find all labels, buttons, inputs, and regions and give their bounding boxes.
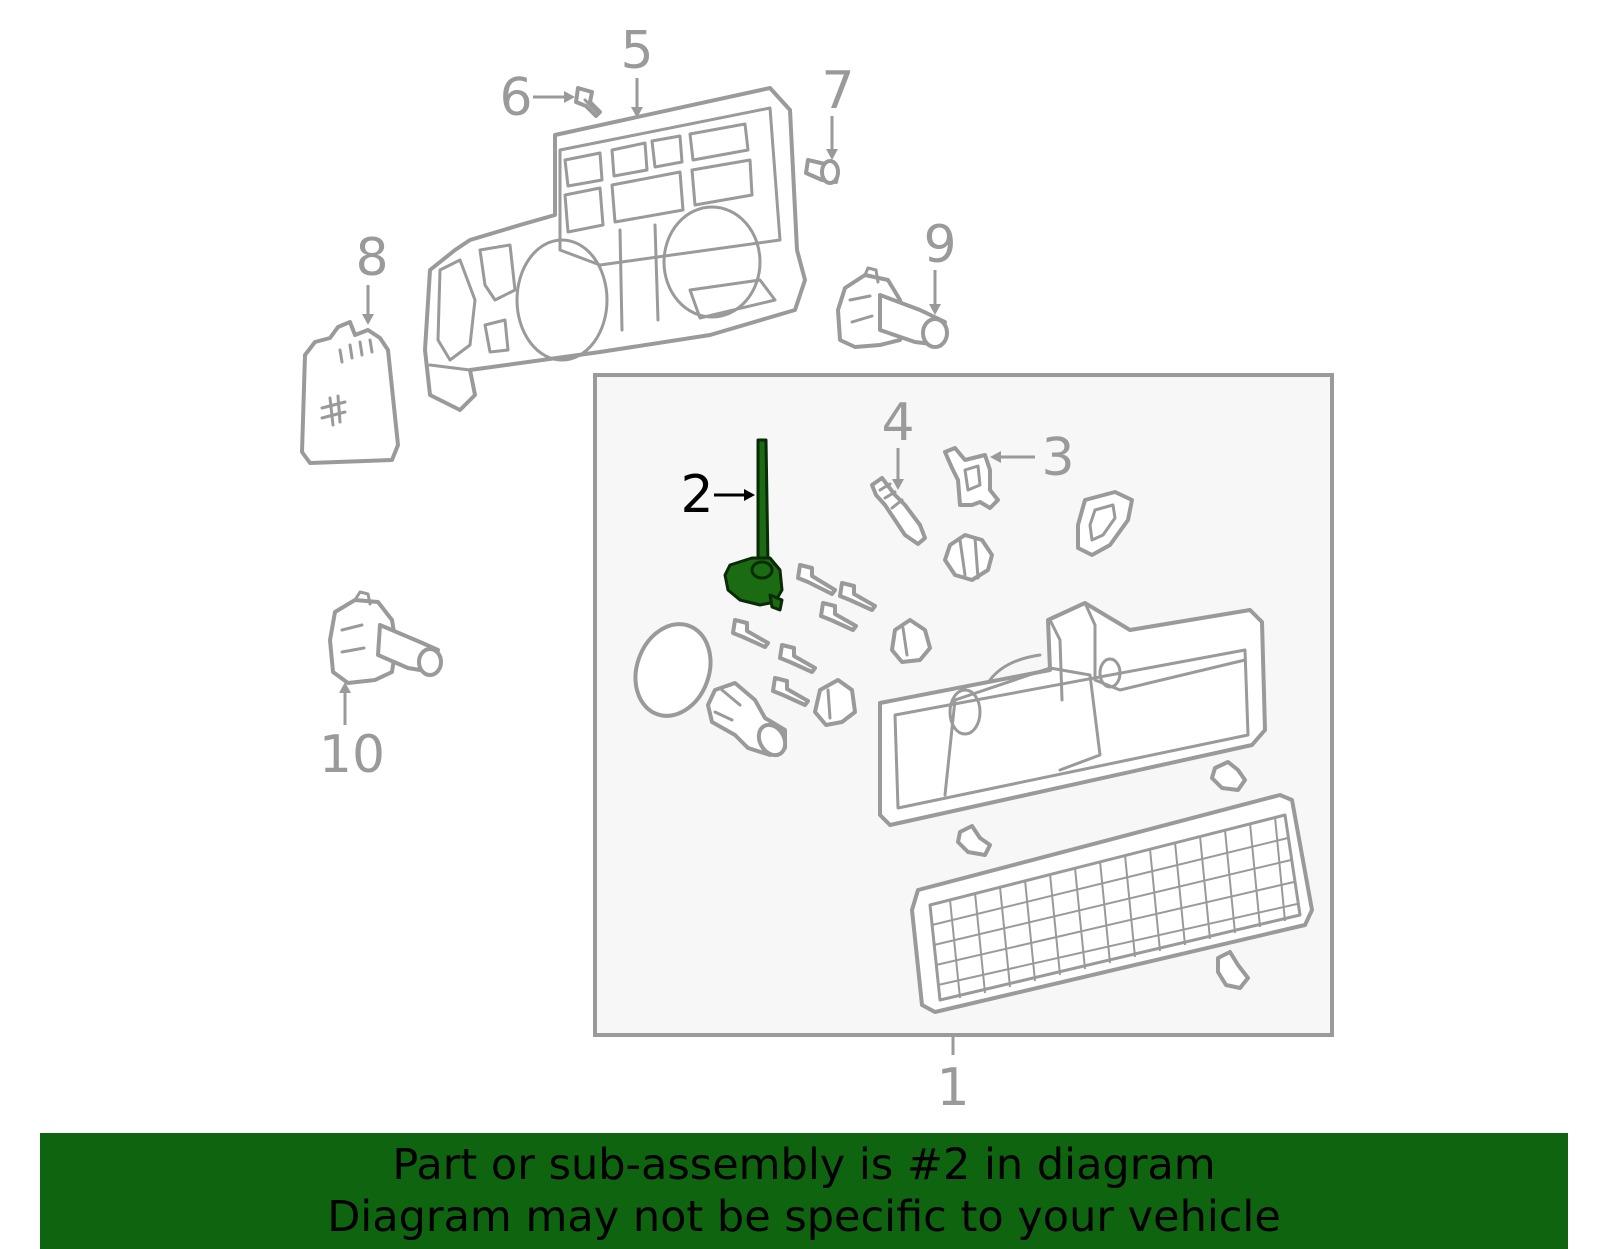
callout-10: 10 [319, 725, 385, 785]
callout-7: 7 [821, 61, 854, 121]
callout-4: 4 [881, 393, 914, 453]
assembly-contents [633, 446, 1314, 1014]
footer-line-2: Diagram may not be specific to your vehi… [327, 1192, 1281, 1242]
part-6-screw [574, 86, 602, 118]
part-9-headlamp-bulb [836, 266, 949, 349]
assembly-screws [731, 563, 877, 707]
leader-lines [339, 78, 1035, 1055]
part-8-side-marker-lamp [300, 320, 400, 465]
part-3-bracket [943, 446, 1000, 510]
callout-3: 3 [1041, 428, 1074, 488]
part-10-headlamp-bulb [328, 590, 443, 685]
part-2-headlamp-adjuster-highlighted [723, 438, 784, 612]
footer-banner: Part or sub-assembly is #2 in diagram Di… [40, 1133, 1568, 1249]
callout-5: 5 [620, 21, 653, 81]
callout-labels: 1 2 3 4 5 6 7 8 9 10 [319, 21, 1075, 1118]
headlamp-lens [910, 793, 1314, 1014]
part-5-mounting-panel [423, 86, 807, 412]
callout-9: 9 [923, 215, 956, 275]
callout-1: 1 [936, 1058, 969, 1118]
footer-line-1: Part or sub-assembly is #2 in diagram [392, 1140, 1216, 1190]
callout-2: 2 [680, 465, 713, 525]
part-4-adjuster-screw [870, 476, 927, 546]
callout-6: 6 [499, 68, 532, 128]
headlamp-housing [878, 601, 1267, 827]
callout-8: 8 [355, 228, 388, 288]
part-7-bolt [804, 158, 840, 185]
